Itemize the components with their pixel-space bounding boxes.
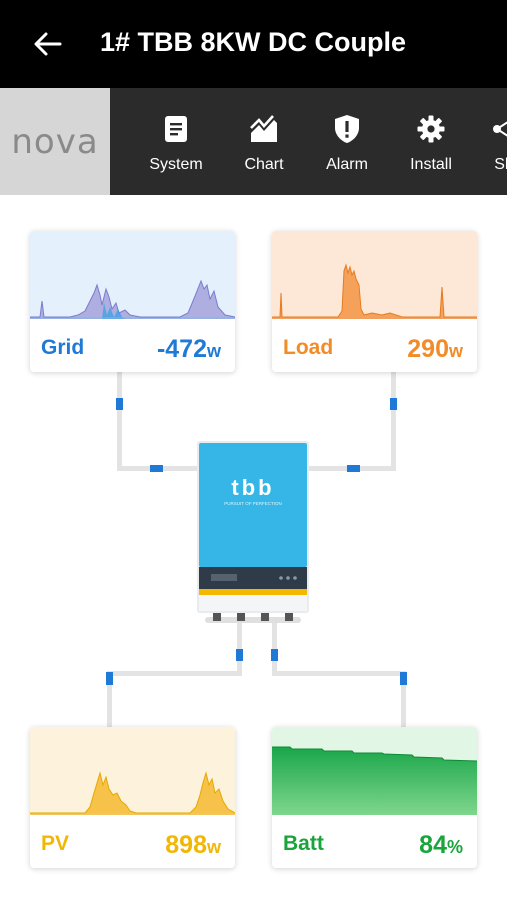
pv-label: PV	[41, 832, 70, 855]
inverter-body	[199, 443, 307, 567]
gear-icon	[417, 115, 445, 143]
toolbar-install-button[interactable]: Install	[391, 88, 471, 195]
batt-chart-area	[272, 747, 477, 815]
app-header: 1# TBB 8KW DC Couple	[0, 0, 507, 88]
document-icon	[165, 116, 187, 142]
share-icon	[493, 121, 507, 137]
brand-name: nova	[11, 121, 99, 162]
grid-chart-line	[30, 279, 235, 318]
arrow-left-icon	[34, 32, 62, 56]
toolbar-install-label: Install	[410, 156, 452, 173]
toolbar-alarm-label: Alarm	[326, 156, 368, 173]
grid-inverter-connector	[150, 465, 163, 472]
toolbar-alarm-button[interactable]: Alarm	[307, 88, 387, 195]
inverter-device[interactable]: tbb PURSUIT OF PERFECTION	[197, 441, 309, 623]
load-card[interactable]: Load 290w	[272, 231, 477, 372]
pv-value-unit: w	[206, 837, 221, 857]
grid-chart-export	[102, 303, 125, 319]
load-label: Load	[283, 336, 334, 359]
pv-value-number: 898	[165, 831, 207, 859]
batt-connector	[400, 672, 407, 685]
load-value-unit: w	[448, 341, 463, 361]
inverter-logo: tbb	[231, 475, 274, 500]
pv-wire-vertical	[107, 671, 112, 727]
pv-chart	[30, 727, 235, 815]
back-button[interactable]	[30, 26, 66, 62]
grid-value-number: -472	[156, 335, 207, 363]
toolbar-share-button[interactable]: Sh	[474, 88, 507, 195]
batt-wire-vertical	[401, 671, 406, 727]
batt-inverter-connector	[271, 649, 278, 661]
grid-card[interactable]: Grid -472w	[30, 231, 235, 372]
toolbar: nova System Chart Alarm	[0, 88, 507, 195]
line-chart-icon	[250, 115, 277, 142]
brand-logo: nova	[0, 88, 110, 195]
batt-chart-line	[272, 746, 477, 762]
pv-connector	[106, 672, 113, 685]
page-title: 1# TBB 8KW DC Couple	[100, 27, 407, 57]
shield-alert-icon	[335, 115, 359, 143]
batt-chart	[272, 727, 477, 815]
grid-wire-vertical	[117, 372, 122, 471]
toolbar-chart-button[interactable]: Chart	[224, 88, 304, 195]
batt-value: 84%	[419, 831, 463, 860]
inverter-tagline: PURSUIT OF PERFECTION	[224, 501, 281, 506]
grid-connector	[116, 398, 123, 410]
pv-chart-line	[30, 771, 235, 814]
load-value: 290w	[407, 335, 463, 364]
inverter-stripe	[199, 589, 307, 595]
grid-chart-area	[30, 281, 235, 319]
grid-chart	[30, 231, 235, 319]
batt-card[interactable]: Batt 84%	[272, 727, 477, 868]
batt-value-unit: %	[446, 837, 463, 857]
toolbar-system-label: System	[149, 156, 203, 173]
pv-wire-horizontal	[107, 671, 242, 676]
toolbar-system-button[interactable]: System	[136, 88, 216, 195]
load-chart-line	[272, 263, 477, 318]
pv-value: 898w	[165, 831, 221, 860]
batt-label: Batt	[283, 832, 324, 855]
toolbar-chart-label: Chart	[244, 156, 284, 173]
load-chart-bg	[272, 231, 477, 319]
inverter-panel	[199, 567, 307, 589]
load-chart	[272, 231, 477, 319]
grid-value-unit: w	[206, 341, 221, 361]
grid-label: Grid	[41, 336, 85, 359]
load-connector	[390, 398, 397, 410]
pv-inverter-connector	[236, 649, 243, 661]
load-wire-vertical	[391, 372, 396, 471]
grid-value: -472w	[157, 335, 221, 364]
load-value-number: 290	[407, 335, 449, 363]
pv-card[interactable]: PV 898w	[30, 727, 235, 868]
batt-wire-horizontal	[272, 671, 406, 676]
toolbar-share-label: Sh	[494, 156, 507, 173]
batt-value-number: 84	[419, 831, 447, 859]
load-inverter-connector	[347, 465, 360, 472]
pv-chart-area	[30, 773, 235, 815]
